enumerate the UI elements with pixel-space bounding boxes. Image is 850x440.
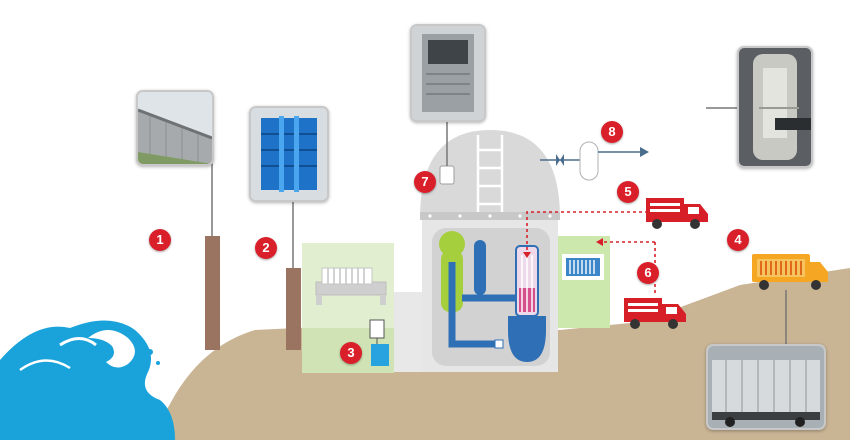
badge-5: 5 xyxy=(617,181,639,203)
mobile-generator-photo xyxy=(706,344,826,430)
badge-3: 3 xyxy=(340,342,362,364)
hydrogen-recombiner-image xyxy=(412,26,484,120)
generator-truck xyxy=(752,254,828,290)
filter-vent-photo xyxy=(737,46,813,168)
filter-vent-image xyxy=(739,48,811,166)
auxiliary-building xyxy=(558,236,610,328)
seawall xyxy=(205,236,220,350)
seawall-photo xyxy=(136,90,214,166)
badge-8: 8 xyxy=(601,121,623,143)
tsunami-wave xyxy=(0,320,175,440)
fire-truck-6 xyxy=(624,298,686,329)
badge-2: 2 xyxy=(255,237,277,259)
inner-wall xyxy=(286,268,301,350)
watertight-door-photo xyxy=(249,106,329,202)
badge-1: 1 xyxy=(149,229,171,251)
badge-4: 4 xyxy=(727,229,749,251)
filtered-vent xyxy=(540,141,649,181)
hydrogen-recombiner-photo xyxy=(410,24,486,122)
reactor-building xyxy=(420,118,560,372)
watertight-door-image xyxy=(251,108,327,200)
seawall-photo-image xyxy=(138,92,212,164)
badge-7: 7 xyxy=(414,171,436,193)
mobile-generator-image xyxy=(708,346,824,428)
fire-truck-5 xyxy=(646,198,708,229)
badge-6: 6 xyxy=(637,262,659,284)
